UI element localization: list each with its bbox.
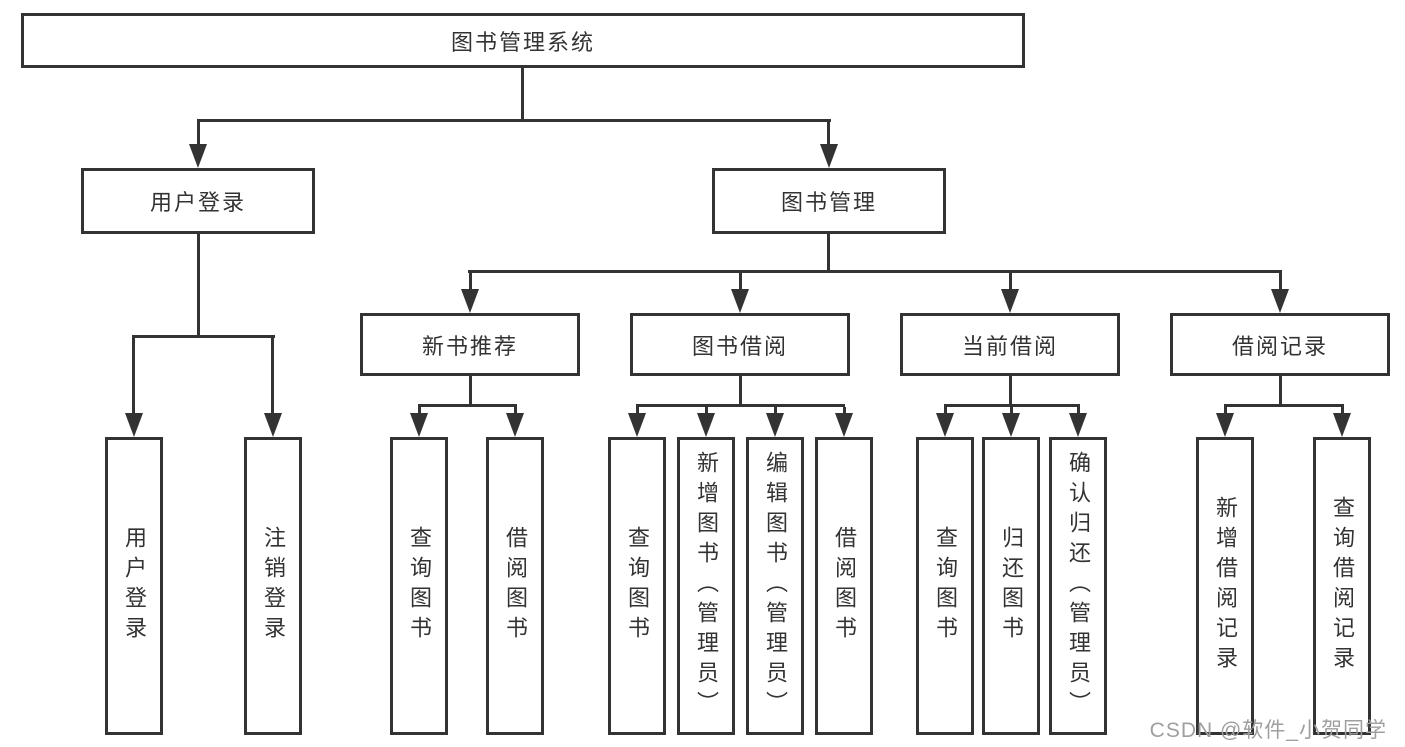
leaf-query-books-current-label: 查询图书 <box>933 526 958 646</box>
arrowhead-icon <box>1069 413 1087 437</box>
arrowhead-icon <box>628 413 646 437</box>
arrowhead-icon <box>1271 289 1289 313</box>
arrowhead-icon <box>125 413 143 437</box>
arrowhead-icon <box>189 144 207 168</box>
arrowhead-icon <box>697 413 715 437</box>
leaf-add-borrow-record-label: 新增借阅记录 <box>1213 496 1238 676</box>
connector-new-books-bar <box>418 404 517 407</box>
csdn-watermark: CSDN @软件_小贺同学 <box>1149 719 1387 742</box>
leaf-logout-label: 注销登录 <box>261 526 286 646</box>
leaf-confirm-return-admin: 确认归还（管理员） <box>1049 437 1107 735</box>
arrowhead-icon <box>1001 289 1019 313</box>
connector-level2-bar <box>197 119 831 122</box>
leaf-return-books-label: 归还图书 <box>999 526 1024 646</box>
connector-book-borrow-bar <box>636 404 845 407</box>
arrowhead-icon <box>835 413 853 437</box>
node-book-borrow: 图书借阅 <box>630 313 850 376</box>
leaf-confirm-return-admin-label: 确认归还（管理员） <box>1066 451 1091 721</box>
connector-borrow-records-stem <box>1279 273 1282 291</box>
connector-borrow-records-trunk <box>1279 376 1282 407</box>
connector-book-mgmt-stem <box>827 119 830 146</box>
node-book-management-label: 图书管理 <box>780 190 877 215</box>
leaf-edit-books-admin-label: 编辑图书（管理员） <box>763 451 788 721</box>
leaf-edit-books-admin: 编辑图书（管理员） <box>746 437 804 735</box>
node-book-management: 图书管理 <box>712 168 946 234</box>
leaf-logout: 注销登录 <box>244 437 302 735</box>
leaf-query-books-recommend: 查询图书 <box>390 437 448 735</box>
leaf-add-books-admin-label: 新增图书（管理员） <box>694 451 719 721</box>
node-current-borrow-label: 当前借阅 <box>961 333 1058 359</box>
arrowhead-icon <box>461 289 479 313</box>
node-user-login-label: 用户登录 <box>149 190 246 215</box>
leaf-query-borrow-record: 查询借阅记录 <box>1313 437 1371 735</box>
leaf-borrow-books-label: 借阅图书 <box>832 526 857 646</box>
node-new-book-recommend-label: 新书推荐 <box>421 333 518 359</box>
arrowhead-icon <box>410 413 428 437</box>
node-library-system: 图书管理系统 <box>21 13 1025 68</box>
node-current-borrow: 当前借阅 <box>900 313 1120 376</box>
connector-current-borrow-trunk <box>1009 376 1012 407</box>
connector-leaf-stem <box>1341 407 1344 415</box>
leaf-borrow-books: 借阅图书 <box>815 437 873 735</box>
leaf-query-borrow-record-label: 查询借阅记录 <box>1330 496 1355 676</box>
connector-leaf-stem <box>418 407 421 415</box>
arrowhead-icon <box>766 413 784 437</box>
node-new-book-recommend: 新书推荐 <box>360 313 580 376</box>
leaf-user-login: 用户登录 <box>105 437 163 735</box>
connector-book-borrow-trunk <box>739 376 742 407</box>
arrowhead-icon <box>264 413 282 437</box>
leaf-user-login-label: 用户登录 <box>122 526 147 646</box>
connector-current-borrow-bar <box>944 404 1080 407</box>
connector-new-books-stem <box>469 273 472 291</box>
connector-leaf-stem <box>774 407 777 415</box>
connector-user-login-bar <box>132 335 275 338</box>
node-library-system-label: 图书管理系统 <box>450 29 595 55</box>
connector-current-borrow-stem <box>1009 273 1012 291</box>
arrowhead-icon <box>820 144 838 168</box>
connector-leaf-stem <box>705 407 708 415</box>
node-borrow-records: 借阅记录 <box>1170 313 1390 376</box>
arrowhead-icon <box>1216 413 1234 437</box>
connector-leaf-stem <box>1077 407 1080 415</box>
arrowhead-icon <box>936 413 954 437</box>
connector-user-login-trunk <box>197 234 200 338</box>
arrowhead-icon <box>1002 413 1020 437</box>
leaf-add-books-admin: 新增图书（管理员） <box>677 437 735 735</box>
connector-leaf-stem <box>1224 407 1227 415</box>
node-book-borrow-label: 图书借阅 <box>691 333 788 359</box>
arrowhead-icon <box>506 413 524 437</box>
connector-book-mgmt-trunk <box>827 234 830 273</box>
connector-leaf-stem <box>843 407 846 415</box>
connector-leaf-login-stem <box>132 338 135 415</box>
leaf-query-books-recommend-label: 查询图书 <box>407 526 432 646</box>
leaf-borrow-books-recommend: 借阅图书 <box>486 437 544 735</box>
leaf-add-borrow-record: 新增借阅记录 <box>1196 437 1254 735</box>
connector-level3-bar <box>468 270 1282 273</box>
connector-leaf-stem <box>944 407 947 415</box>
arrowhead-icon <box>731 289 749 313</box>
arrowhead-icon <box>1333 413 1351 437</box>
node-user-login: 用户登录 <box>81 168 315 234</box>
connector-book-borrow-stem <box>739 273 742 291</box>
node-borrow-records-label: 借阅记录 <box>1231 333 1328 359</box>
leaf-return-books: 归还图书 <box>982 437 1040 735</box>
connector-leaf-logout-stem <box>271 338 274 415</box>
leaf-query-books-borrow: 查询图书 <box>608 437 666 735</box>
connector-new-books-trunk <box>469 376 472 407</box>
connector-user-login-stem <box>197 119 200 146</box>
leaf-borrow-books-recommend-label: 借阅图书 <box>503 526 528 646</box>
connector-leaf-stem <box>1010 407 1013 415</box>
leaf-query-books-current: 查询图书 <box>916 437 974 735</box>
connector-leaf-stem <box>514 407 517 415</box>
connector-leaf-stem <box>636 407 639 415</box>
connector-borrow-records-bar <box>1224 404 1344 407</box>
connector-root-trunk <box>521 68 524 122</box>
leaf-query-books-borrow-label: 查询图书 <box>625 526 650 646</box>
